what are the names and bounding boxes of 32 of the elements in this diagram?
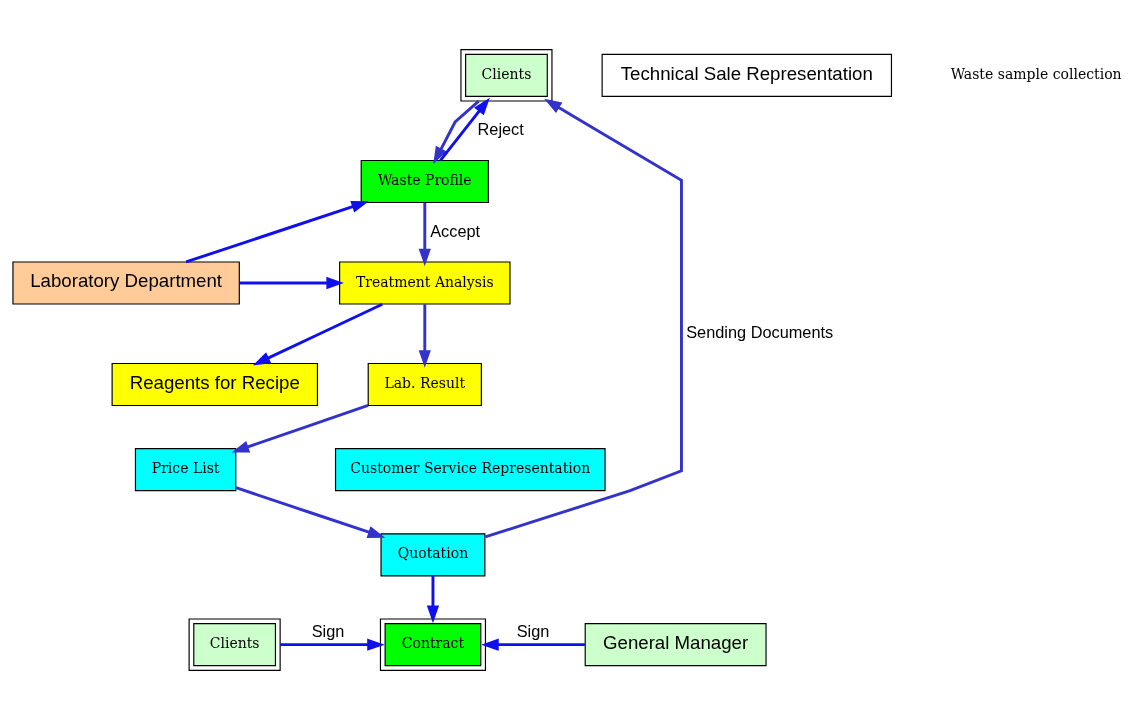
arrow: [235, 485, 386, 538]
arrow: [185, 200, 369, 263]
node-box: Clients: [460, 48, 553, 102]
label: Waste sample collection: [950, 65, 1122, 82]
edge-label: Sign: [516, 621, 550, 640]
edge-label: Sending Documents: [686, 322, 834, 341]
node-box: Laboratory Department: [12, 260, 240, 305]
node-box: Waste Profile: [360, 159, 489, 203]
edge-label: Accept: [430, 221, 481, 240]
node-box: General Manager: [584, 622, 767, 666]
edge-label: Reject: [477, 119, 524, 138]
node-box: Reagents for Recipe: [111, 362, 319, 406]
arrow: [252, 302, 383, 365]
arrow: [280, 638, 385, 651]
arrow: [426, 575, 440, 623]
node-box: Treatment Analysis: [339, 260, 511, 305]
node-box: Clients: [188, 617, 281, 671]
node-box: Quotation: [380, 532, 486, 576]
arrow: [481, 638, 585, 651]
node-box: Customer Service Representation: [334, 447, 606, 491]
arrow: [418, 202, 431, 266]
edge-label: Sign: [311, 621, 345, 640]
arrow: [484, 98, 683, 538]
node-box: Contract: [379, 617, 487, 671]
arrow: [231, 403, 369, 453]
node-box: Technical Sale Representation: [601, 53, 893, 97]
arrow: [439, 97, 490, 161]
node-box: Lab. Result: [367, 362, 482, 406]
node-box: Price List: [134, 447, 237, 491]
arrow: [433, 99, 480, 164]
arrow: [239, 276, 344, 289]
arrow: [418, 303, 431, 368]
